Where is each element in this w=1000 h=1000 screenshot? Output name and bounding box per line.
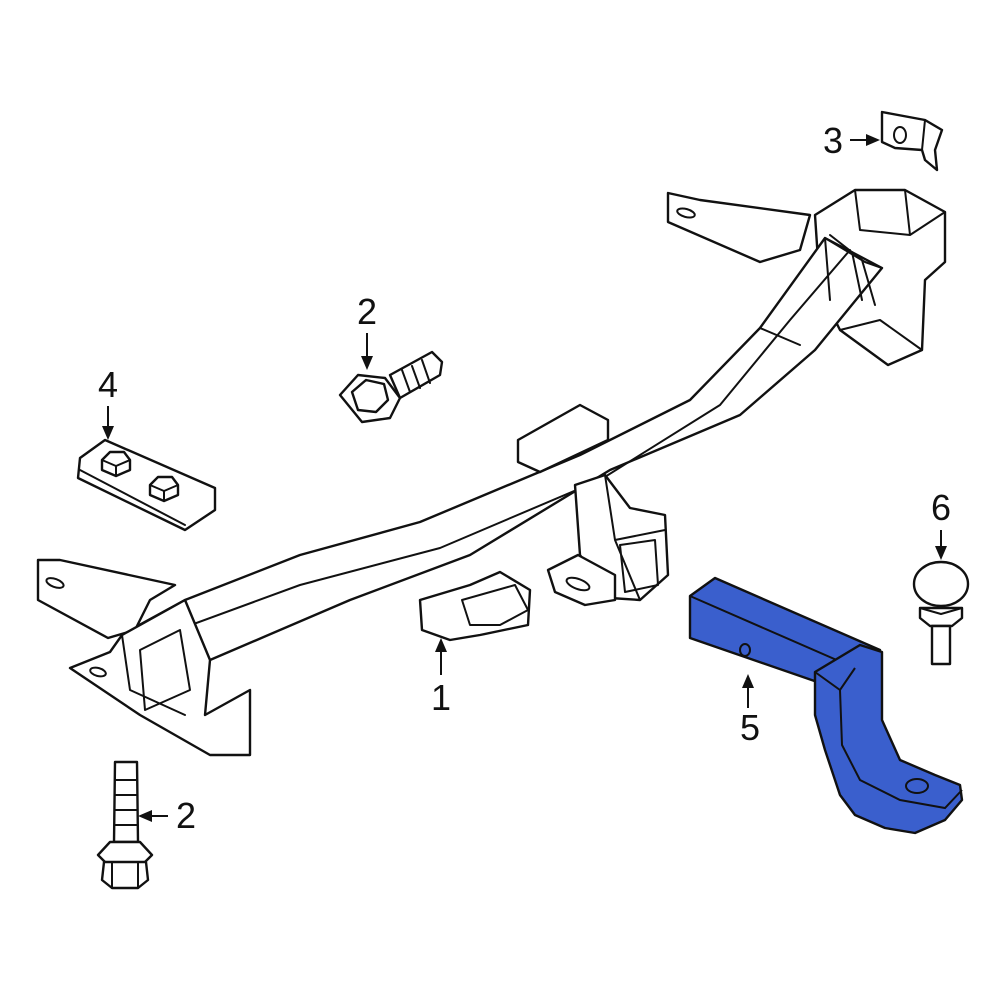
- hitch-crossmember[interactable]: [36, 188, 947, 757]
- nut-clip[interactable]: [880, 110, 944, 172]
- callout-4: 4: [98, 364, 118, 440]
- receiver-bracket: [516, 403, 610, 474]
- callout-2-lower-label: 2: [176, 795, 196, 836]
- nut-plate-bracket[interactable]: [76, 438, 217, 532]
- callout-2-upper: 2: [357, 291, 377, 370]
- callout-5-label: 5: [740, 707, 760, 748]
- callout-2-upper-label: 2: [357, 291, 377, 332]
- lower-center-bracket: [418, 570, 532, 642]
- callout-1: 1: [431, 638, 451, 718]
- left-end-block: [68, 598, 252, 757]
- callout-4-label: 4: [98, 364, 118, 405]
- right-upper-bracket: [666, 191, 812, 264]
- callout-2-lower: 2: [138, 795, 196, 836]
- callout-1-label: 1: [431, 677, 451, 718]
- hitch-ball[interactable]: [912, 560, 970, 666]
- callout-3: 3: [823, 120, 880, 161]
- left-upper-bracket: [36, 558, 177, 640]
- callout-3-label: 3: [823, 120, 843, 161]
- bolt-upper[interactable]: [338, 350, 444, 424]
- ball-mount-drop: [813, 643, 964, 835]
- ball-mount[interactable]: [688, 576, 964, 835]
- callout-6-label: 6: [931, 487, 951, 528]
- callout-6: 6: [931, 487, 951, 560]
- bolt-lower[interactable]: [96, 760, 154, 890]
- callout-5: 5: [740, 674, 760, 748]
